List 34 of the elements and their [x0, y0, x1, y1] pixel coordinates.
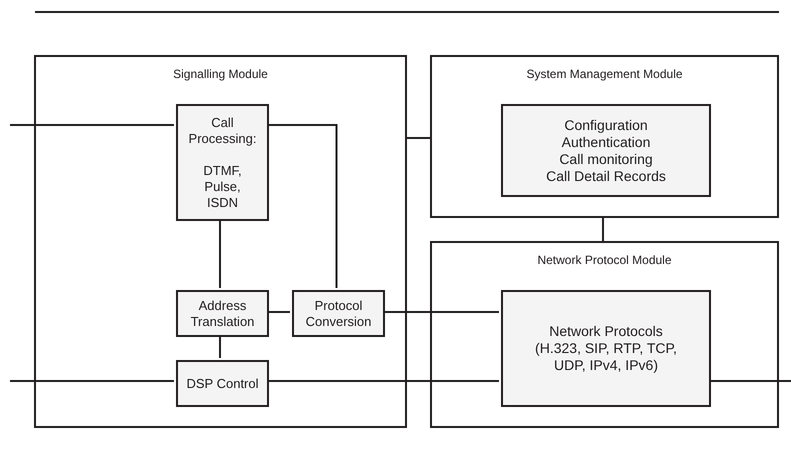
- box-text: Call monitoring: [559, 150, 653, 168]
- box-text: Authentication: [562, 134, 650, 150]
- connector-line: [10, 124, 174, 126]
- module-title: Signalling Module: [172, 66, 269, 83]
- module-title: System Management Module: [525, 66, 684, 83]
- connector-line: [407, 137, 430, 139]
- module-frame: [34, 55, 407, 428]
- connector-line: [267, 124, 338, 288]
- connector-line: [219, 219, 221, 288]
- connector-line: [10, 380, 174, 382]
- process-box: [176, 360, 269, 407]
- process-box: [176, 104, 269, 221]
- box-text: (H.323, SIP, RTP, TCP, UDP, IPv4, IPv6): [534, 340, 678, 374]
- connector-line: [383, 311, 499, 313]
- box-text: DTMF, Pulse, ISDN: [202, 162, 243, 210]
- connector-line: [267, 380, 499, 382]
- module-title: Network Protocol Module: [536, 252, 673, 269]
- process-box: [176, 290, 269, 337]
- module-frame: [430, 55, 779, 218]
- process-box: [292, 290, 385, 337]
- box-text: Call Detail Records: [546, 168, 666, 184]
- connector-line: [602, 218, 604, 241]
- box-text: Call Processing:: [188, 114, 258, 146]
- process-box: [501, 104, 711, 197]
- box-text: Protocol Conversion: [304, 298, 372, 330]
- box-text: Address Translation: [190, 298, 256, 330]
- connector-line: [709, 380, 791, 382]
- process-box: [501, 290, 711, 407]
- box-text: Network Protocols: [549, 323, 663, 340]
- module-frame: [430, 241, 779, 428]
- connector-line: [267, 311, 290, 313]
- box-text: DSP Control: [186, 376, 258, 392]
- connector-line: [219, 335, 221, 358]
- box-text: Configuration: [564, 116, 648, 134]
